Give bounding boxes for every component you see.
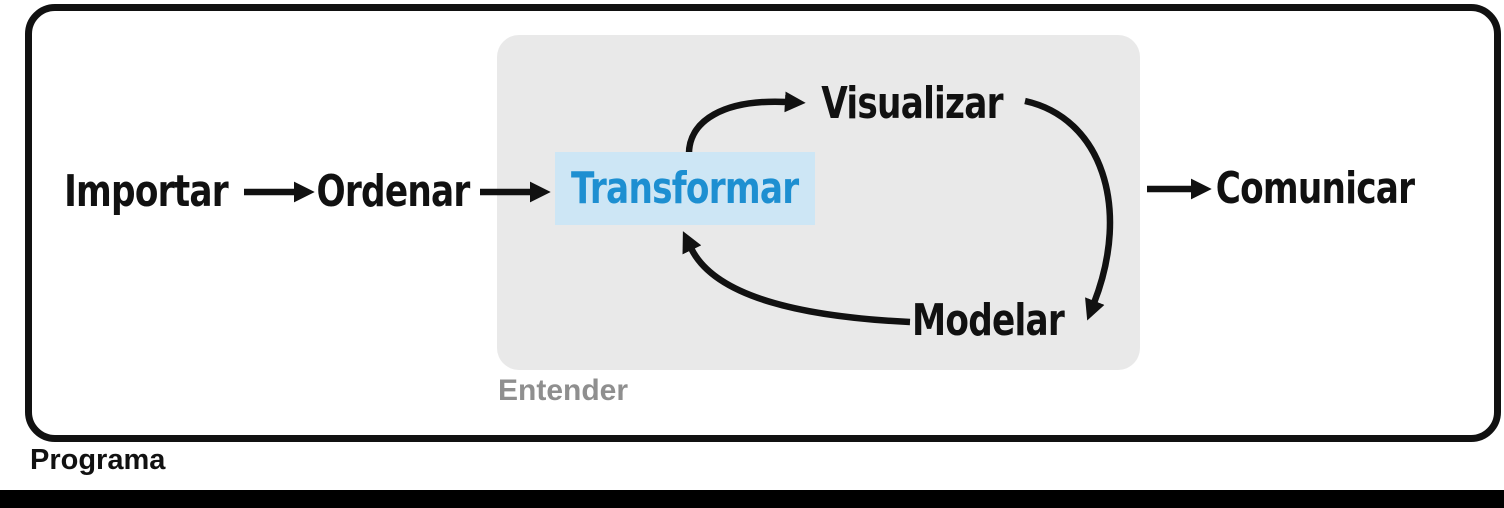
node-importar: Importar [64,166,229,217]
cycle-arrow-transformar-to-visualizar [685,91,806,158]
cycle-arrow-visualizar-to-modelar [1024,97,1114,321]
programa-outline-box [25,4,1501,442]
cycle-arrow-modelar-to-transformar [682,231,911,326]
node-ordenar: Ordenar [316,166,470,217]
node-modelar: Modelar [912,295,1065,346]
programa-caption: Programa [30,444,166,476]
bottom-black-bar [0,490,1504,508]
node-transformar: Transformar [571,162,799,214]
node-visualizar: Visualizar [821,78,1003,129]
node-comunicar: Comunicar [1215,163,1415,214]
entender-caption: Entender [498,374,629,407]
node-transformar-highlight: Transformar [555,152,815,225]
